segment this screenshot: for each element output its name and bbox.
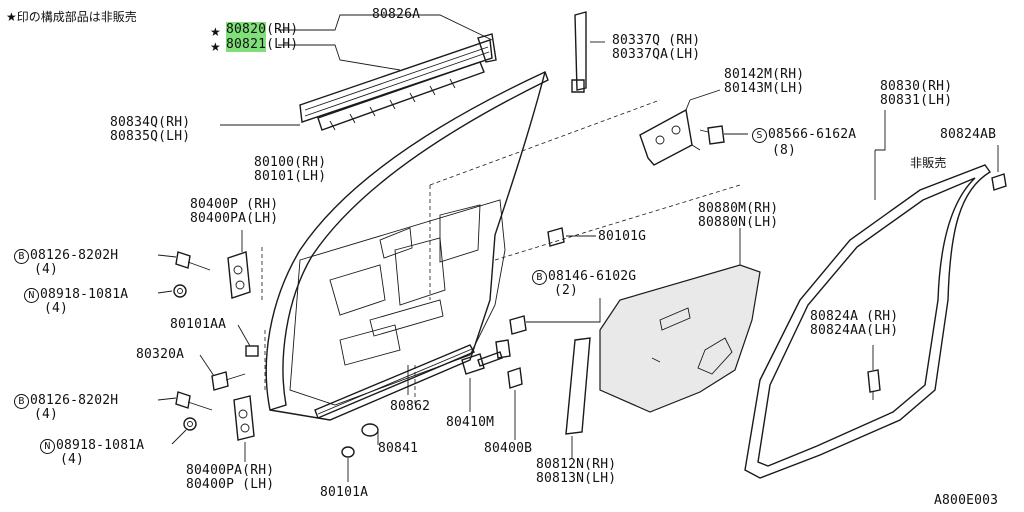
guide-line-1 (429, 99, 661, 186)
part-no-08918-bottom: 08918-1081A (56, 438, 145, 453)
part-no-08146: 08146-6102G (548, 269, 637, 284)
bolt-80400B (507, 367, 523, 389)
plug-80101G (547, 227, 565, 247)
bracket-80142M (639, 99, 701, 166)
b-symbol-icon: B (14, 249, 29, 264)
label-80812N: 80812N(RH) 80813N(LH) (536, 457, 617, 486)
leader-80101AA (237, 324, 251, 347)
sash-80337Q (571, 11, 587, 93)
label-not-sold: 非販売 (910, 156, 947, 170)
qty-08126-bottom: (4) (34, 407, 59, 422)
label-80142M: 80142M(RH) 80143M(LH) (724, 67, 805, 96)
clip-80824AB (991, 173, 1007, 191)
plug-80101A (341, 446, 355, 458)
label-80101G: 80101G (598, 229, 647, 244)
s-symbol-icon: S (752, 128, 767, 143)
n-symbol-icon-2: N (40, 439, 55, 454)
label-80821: 80821(LH) (226, 37, 299, 52)
bolt-08126-top (175, 251, 211, 271)
screw-08566 (699, 125, 725, 145)
qty-08146: (2) (554, 283, 579, 298)
star-marker-80820: ★ (210, 25, 221, 39)
part-no-08126-top: 08126-8202H (30, 248, 119, 263)
label-80100: 80100(RH) 80101(LH) (254, 155, 327, 184)
part-no-08566: 08566-6162A (768, 127, 857, 142)
plug-80841 (361, 423, 379, 437)
note-text: ★印の構成部品は非販売 (6, 10, 137, 24)
leader-08918-top (157, 290, 173, 294)
label-80824A: 80824A (RH) 80824AA(LH) (810, 309, 899, 338)
leader-08126-top (157, 254, 177, 258)
outer-moulding-80826A (299, 33, 497, 123)
label-80841: 80841 (378, 441, 419, 456)
bolt-08126-bottom (175, 391, 213, 411)
part-no-80821: 80821 (226, 37, 267, 52)
door-glass-80880M (599, 264, 761, 413)
striker-80320A (211, 371, 246, 391)
part-no-08918-top: 08918-1081A (40, 287, 129, 302)
plug-80101AA (245, 345, 259, 357)
label-80834Q: 80834Q(RH) 80835Q(LH) (110, 115, 191, 144)
qty-08566: (8) (772, 143, 797, 158)
hinge-top-80400P (227, 251, 251, 299)
figure-code: A800E003 (934, 493, 999, 508)
label-80830: 80830(RH) 80831(LH) (880, 79, 953, 108)
guide-line-2 (494, 184, 741, 261)
leader-80830-top (875, 110, 886, 151)
label-80820: 80820(RH) (226, 22, 299, 37)
leader-80821 (278, 44, 401, 71)
label-80824AB: 80824AB (940, 127, 997, 142)
label-80400B: 80400B (484, 441, 533, 456)
qty-08918-top: (4) (44, 301, 69, 316)
leader-80142M (689, 89, 721, 101)
side-80821: (LH) (266, 37, 299, 52)
label-80862: 80862 (390, 399, 431, 414)
label-80101AA: 80101AA (170, 317, 227, 332)
nut-08918-top (173, 284, 187, 298)
side-80820: (RH) (266, 22, 299, 37)
label-80337Q: 80337Q (RH) 80337QA(LH) (612, 33, 701, 62)
leader-80320A (199, 354, 215, 377)
sash-80812N (565, 337, 591, 435)
n-symbol-icon: N (24, 288, 39, 303)
door-frame-80100 (265, 71, 549, 421)
b-symbol-icon-3: B (14, 394, 29, 409)
qty-08126-top: (4) (34, 262, 59, 277)
leader-08146 (526, 298, 601, 323)
sill-strip-80862 (314, 344, 475, 419)
clip-80824A (867, 369, 881, 400)
part-no-08126-bottom: 08126-8202H (30, 393, 119, 408)
leader-08126-bottom (157, 397, 177, 401)
label-80400PA-bottom: 80400PA(RH) 80400P (LH) (186, 463, 275, 492)
label-80880M: 80880M(RH) 80880N(LH) (698, 201, 779, 230)
leader-80820 (278, 14, 493, 41)
leader-08918-bottom (171, 429, 187, 445)
label-80101A: 80101A (320, 485, 369, 500)
part-no-80820: 80820 (226, 22, 267, 37)
inner-belt-80834Q (317, 61, 485, 131)
b-symbol-icon-2: B (532, 270, 547, 285)
label-80320A: 80320A (136, 347, 185, 362)
label-80400P-top: 80400P (RH) 80400PA(LH) (190, 197, 279, 226)
hinge-bottom-80400PA (233, 395, 255, 441)
check-link-80410M (461, 339, 511, 375)
star-marker-80821: ★ (210, 40, 221, 54)
label-80826A: 80826A (372, 7, 421, 22)
weatherstrip-80830 (744, 164, 992, 479)
qty-08918-bottom: (4) (60, 452, 85, 467)
label-80410M: 80410M (446, 415, 495, 430)
nut-08918-bottom (183, 417, 197, 431)
bolt-08146 (509, 315, 527, 335)
